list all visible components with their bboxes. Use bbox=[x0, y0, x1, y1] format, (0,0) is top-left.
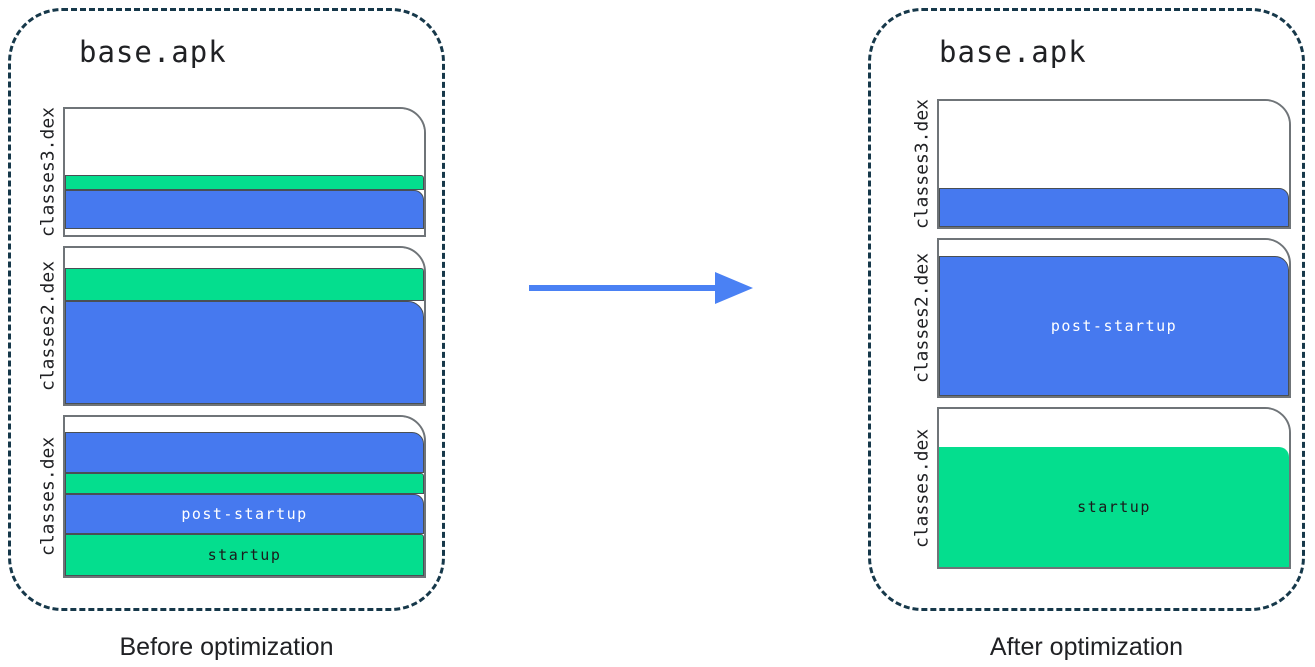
band-label: startup bbox=[207, 546, 282, 565]
dex-file: classes.dex post-startup startup bbox=[33, 415, 426, 579]
dex-page: post-startup bbox=[937, 238, 1291, 399]
dex-file-name: classes3.dex bbox=[911, 99, 933, 230]
band-label: post-startup bbox=[181, 505, 308, 524]
dex-band bbox=[65, 473, 424, 495]
dex-band bbox=[65, 268, 424, 302]
dex-file-name: classes3.dex bbox=[37, 107, 59, 238]
dex-band-post-startup: post-startup bbox=[939, 256, 1289, 397]
band-label: post-startup bbox=[1050, 317, 1178, 336]
dex-band-startup: startup bbox=[939, 447, 1289, 568]
dex-file-name: classes2.dex bbox=[37, 261, 59, 392]
dex-file-name: classes.dex bbox=[911, 428, 933, 548]
dex-page bbox=[63, 246, 426, 407]
dex-file: classes3.dex bbox=[907, 99, 1291, 230]
dex-file: classes.dex startup bbox=[907, 407, 1291, 570]
after-caption: After optimization bbox=[989, 633, 1184, 661]
dex-band bbox=[65, 248, 424, 269]
dex-page bbox=[63, 107, 426, 238]
dex-page: startup bbox=[937, 407, 1291, 570]
dex-band-startup: startup bbox=[65, 534, 424, 577]
dex-file: classes3.dex bbox=[33, 107, 426, 238]
apk-title-after: base.apk bbox=[939, 35, 1087, 69]
dex-file-name: classes.dex bbox=[37, 436, 59, 557]
dex-file: classes2.dex post-startup bbox=[907, 238, 1291, 399]
right-arrow-icon bbox=[529, 272, 753, 304]
dex-band bbox=[939, 101, 1289, 188]
dex-page bbox=[937, 99, 1291, 230]
dex-band bbox=[65, 109, 424, 175]
dex-band-post-startup: post-startup bbox=[65, 494, 424, 535]
dex-band bbox=[939, 188, 1289, 227]
dex-band bbox=[939, 409, 1289, 448]
apk-title-before: base.apk bbox=[79, 35, 227, 69]
dex-file: classes2.dex bbox=[33, 246, 426, 407]
dex-band bbox=[65, 432, 424, 474]
after-panel: base.apk classes3.dex classes2.dex post-st… bbox=[868, 8, 1305, 611]
dex-band bbox=[65, 301, 424, 405]
dex-band bbox=[65, 175, 424, 190]
dex-file-name: classes2.dex bbox=[911, 253, 933, 384]
before-panel: base.apk classes3.dex classes2.dex classes… bbox=[8, 8, 445, 611]
before-caption: Before optimization bbox=[119, 633, 334, 661]
band-label: startup bbox=[1077, 498, 1151, 517]
dex-page: post-startup startup bbox=[63, 415, 426, 579]
dex-band bbox=[65, 417, 424, 433]
dex-band bbox=[65, 190, 424, 229]
dex-band bbox=[939, 240, 1289, 257]
